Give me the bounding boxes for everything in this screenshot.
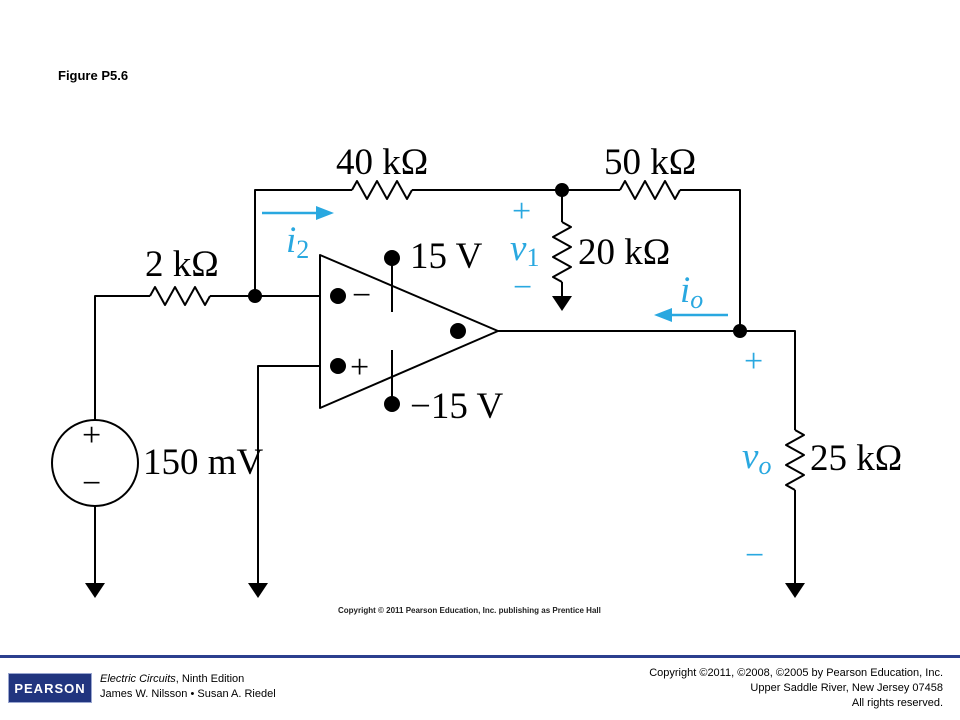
v1-minus-sign: −	[513, 269, 532, 306]
wire-noninverting	[257, 365, 320, 583]
resistor-50k	[619, 180, 681, 200]
ground-source	[85, 583, 105, 598]
resistor-25k	[785, 429, 805, 491]
ground-output	[785, 583, 805, 598]
label-40k: 40 kΩ	[336, 142, 428, 183]
resistor-2k	[149, 286, 211, 306]
vo-minus-sign: −	[745, 537, 764, 574]
publisher-address: Upper Saddle River, New Jersey 07458	[750, 682, 943, 694]
footer-divider	[0, 655, 960, 658]
book-edition: , Ninth Edition	[175, 673, 245, 685]
source-minus-sign: −	[82, 465, 101, 502]
wire-output	[498, 330, 796, 430]
label-20k: 20 kΩ	[578, 232, 670, 273]
arrow-i2-head	[316, 206, 334, 220]
label-supply-neg: −15 V	[410, 386, 503, 427]
pearson-logo: PEARSON	[8, 673, 92, 703]
label-supply-pos: 15 V	[410, 236, 483, 277]
label-v1: v1	[510, 228, 539, 272]
label-io: io	[680, 270, 703, 314]
arrow-io-head	[654, 308, 672, 322]
book-authors: James W. Nilsson • Susan A. Riedel	[100, 688, 276, 700]
wire-top-right	[680, 189, 741, 330]
wire-2k-left	[94, 295, 150, 420]
publisher-copyright: Copyright ©2011, ©2008, ©2005 by Pearson…	[649, 667, 943, 679]
label-25k: 25 kΩ	[810, 438, 902, 479]
book-info: Electric Circuits, Ninth Edition James W…	[100, 672, 276, 702]
resistor-40k	[351, 180, 413, 200]
resistor-20k	[552, 221, 572, 283]
figure-copyright: Copyright © 2011 Pearson Education, Inc.…	[338, 606, 601, 615]
ground-symbols	[85, 296, 805, 598]
circuit-diagram: 40 kΩ 50 kΩ 20 kΩ 2 kΩ 25 kΩ 15 V −15 V …	[51, 142, 902, 598]
book-title-line: Electric Circuits, Ninth Edition	[100, 672, 276, 687]
figure-title: Figure P5.6	[58, 68, 129, 83]
publisher-rights: All rights reserved.	[851, 697, 943, 709]
terminal-output	[450, 323, 466, 339]
terminal-inverting	[330, 288, 346, 304]
source-plus-sign: +	[82, 417, 101, 454]
label-i2: i2	[286, 220, 309, 264]
op-amp-body	[319, 254, 499, 409]
node-v1	[555, 183, 569, 197]
v1-plus-sign: +	[512, 193, 531, 230]
nodes	[248, 183, 747, 412]
label-vo: vo	[742, 436, 771, 480]
label-50k: 50 kΩ	[604, 142, 696, 183]
node-output	[733, 324, 747, 338]
terminal-noninverting	[330, 358, 346, 374]
book-title: Electric Circuits	[100, 673, 176, 685]
ground-noninverting	[248, 583, 268, 598]
ground-20k	[552, 296, 572, 311]
current-arrows	[262, 206, 728, 322]
terminal-supply-pos	[384, 250, 400, 266]
opamp-plus-sign: +	[350, 349, 369, 386]
label-source: 150 mV	[143, 442, 264, 483]
terminal-supply-neg	[384, 396, 400, 412]
label-2k: 2 kΩ	[145, 244, 219, 285]
node-inverting	[248, 289, 262, 303]
vo-plus-sign: +	[744, 343, 763, 380]
opamp-minus-sign: −	[352, 277, 371, 314]
publisher-info: Copyright ©2011, ©2008, ©2005 by Pearson…	[649, 666, 943, 711]
wire-top-left	[254, 189, 352, 298]
